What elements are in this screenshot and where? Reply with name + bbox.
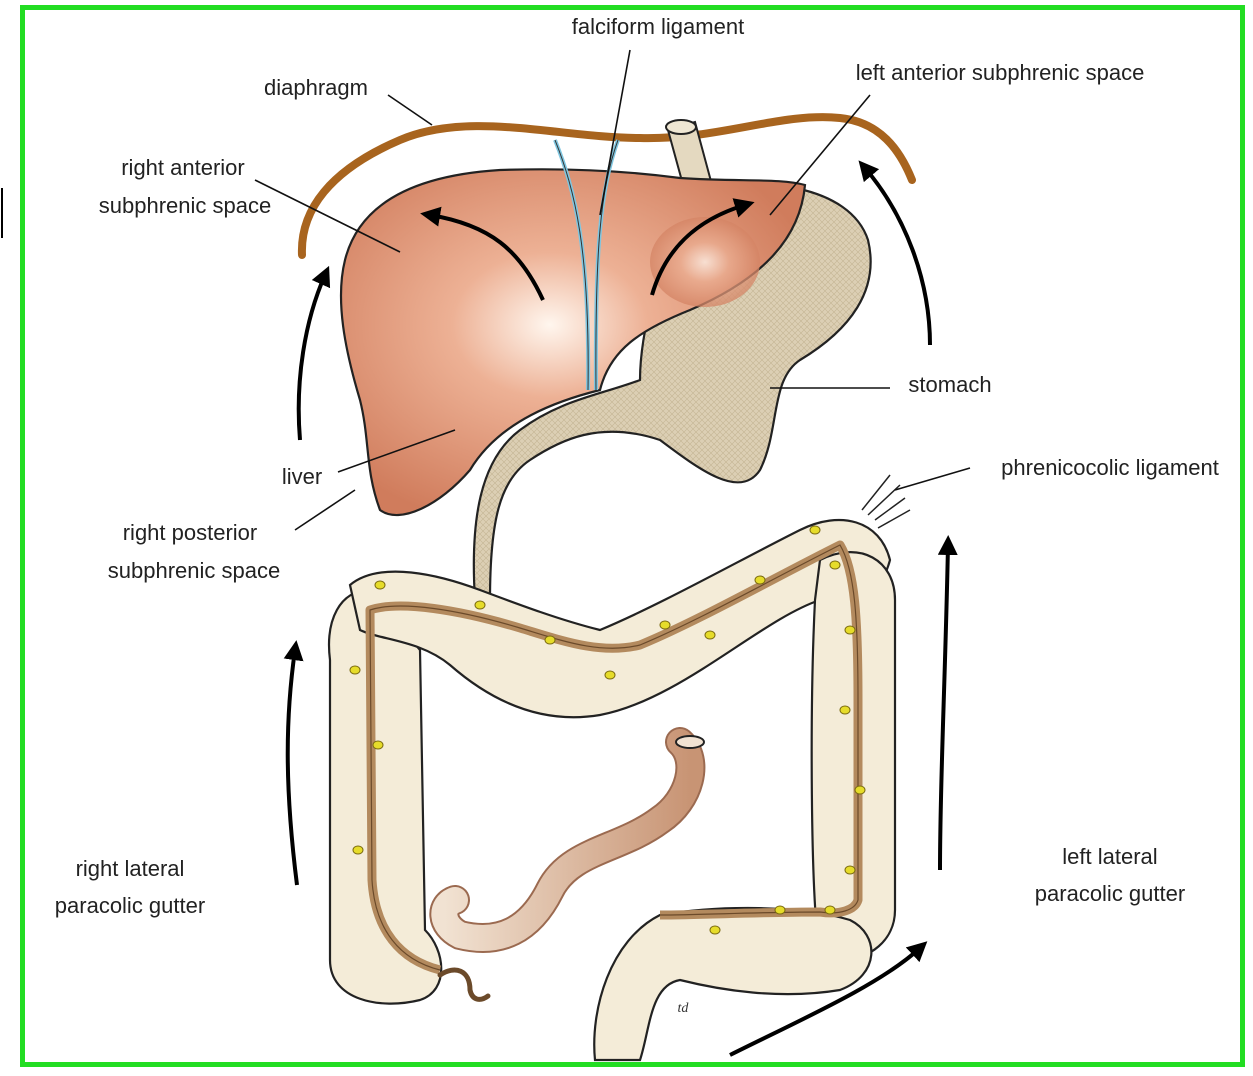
right-paracolic-upper-arrow <box>299 275 325 440</box>
phrenicocolic-ligament <box>862 475 910 528</box>
diaphragm-label: diaphragm <box>264 75 368 100</box>
right-lateral-gutter-label-line1: right lateral <box>76 856 185 881</box>
left-lateral-gutter-label-line2: paracolic gutter <box>1035 881 1185 906</box>
artist-signature: td <box>678 1001 690 1016</box>
right-anterior-subphrenic-label-line2: subphrenic space <box>99 193 271 218</box>
left-subphrenic-outer-arrow <box>865 168 930 345</box>
stomach-label: stomach <box>908 372 991 397</box>
phrenicocolic-leader <box>895 468 970 490</box>
left-lateral-gutter-label-line1: left lateral <box>1062 844 1157 869</box>
colon <box>329 520 895 1060</box>
falciform-ligament-label: falciform ligament <box>572 14 744 39</box>
terminal-ileum <box>444 742 690 938</box>
liver-label: liver <box>282 464 322 489</box>
right-post-subphrenic-leader <box>295 490 355 530</box>
ileum-end <box>676 736 704 748</box>
left-paracolic-gutter-arrow <box>940 545 948 870</box>
phrenicocolic-ligament-label: phrenicocolic ligament <box>1001 455 1219 480</box>
left-anterior-subphrenic-label: left anterior subphrenic space <box>856 60 1145 85</box>
right-posterior-subphrenic-label-line2: subphrenic space <box>108 558 280 583</box>
right-lateral-gutter-label-line2: paracolic gutter <box>55 893 205 918</box>
right-anterior-subphrenic-label-line1: right anterior <box>121 155 245 180</box>
appendix <box>440 970 488 999</box>
right-paracolic-gutter-arrow <box>288 650 297 885</box>
right-posterior-subphrenic-label-line1: right posterior <box>123 520 258 545</box>
diaphragm-leader <box>388 95 432 125</box>
